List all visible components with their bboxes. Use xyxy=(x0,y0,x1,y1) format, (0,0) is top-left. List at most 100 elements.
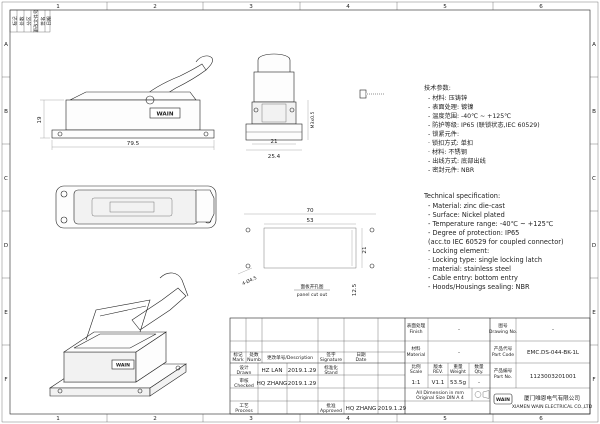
tb-part-code-en: Part Code xyxy=(492,352,514,358)
spec-cn-item-8: - 出线方式: 底部出线 xyxy=(428,157,486,165)
tb-process-cn: 工艺 xyxy=(239,403,249,409)
front-pivot xyxy=(145,95,155,105)
side-inner-dim: 21 xyxy=(270,139,278,145)
cutout-side2-dim: 12.5 xyxy=(352,283,358,296)
spec-cn-block: 技术参数: - 材料: 压铸锌 - 表面处理: 镀镍 - 温度范围: -40℃ … xyxy=(424,84,540,174)
cutout-hole-br xyxy=(369,263,375,269)
side-base-dim: 25.4 xyxy=(268,154,281,160)
side-view: 25.4 21 M3x0.5 xyxy=(245,53,316,160)
tb-drawing-no-val: - xyxy=(552,327,554,333)
col-label-6-bottom: 6 xyxy=(539,416,543,422)
iso-latch-frame xyxy=(85,299,151,341)
tb-checked-cn: 审核 xyxy=(239,377,249,384)
tb-rev-cn: 版本 xyxy=(433,363,443,370)
col-label-6: 6 xyxy=(539,4,543,10)
spec-cn-item-4: - 防护等级: IP65 (联锁状态,IEC 60529) xyxy=(428,121,540,129)
row-label-c-right: C xyxy=(592,176,596,182)
top-latch xyxy=(195,189,215,223)
tb-approved-cn: 批准 xyxy=(326,402,336,409)
col-label-4: 4 xyxy=(346,4,350,10)
row-label-d: D xyxy=(4,243,8,249)
row-label-a-right: A xyxy=(592,42,596,48)
front-latch-hook xyxy=(195,55,213,71)
row-label-b-right: B xyxy=(592,109,596,115)
front-height-dim: 19 xyxy=(37,116,43,124)
tb-material-cn: 材料 xyxy=(411,345,421,352)
company-name-cn: 厦门唯恩电气有限公司 xyxy=(524,394,580,402)
col-label-1-bottom: 1 xyxy=(56,416,60,422)
cutout-hole-dim: 4-Ø4.5 xyxy=(241,274,258,287)
tb-approved-date: 2019.1.29 xyxy=(378,406,407,412)
spec-en-block: Technical specification: - Material: zin… xyxy=(423,192,564,291)
spec-en-title: Technical specification: xyxy=(423,192,500,200)
top-hole-bl xyxy=(60,216,68,224)
projection-symbol-cone xyxy=(482,390,490,399)
tb-approved-en: Approved xyxy=(320,408,342,414)
spec-en-item-8: · material: stainless steel xyxy=(428,265,511,273)
row-label-e-right: E xyxy=(592,310,596,316)
spec-cn-item-2: - 表面处理: 镀镍 xyxy=(428,103,473,111)
tb-part-no-val: 1123003201001 xyxy=(530,374,577,380)
company-logo-box xyxy=(493,393,513,405)
spec-en-item-3: - Temperature range: -40℃ ~ +125℃ xyxy=(428,220,553,228)
tb-part-code-cn: 产品代号 xyxy=(494,345,513,352)
panel-cutout-view: 70 53 4-Ø4.5 21 12.5 面板开孔图 panel cut out xyxy=(237,208,376,298)
cutout-rectangle xyxy=(263,227,357,269)
tb-signature-en: Signature xyxy=(320,357,342,363)
tb-checked-date: 2019.1.29 xyxy=(288,381,317,387)
tb-weight-val: 53.5g xyxy=(450,380,466,386)
tb-mark-en: Mark xyxy=(232,357,244,363)
iso-housing-upper xyxy=(63,331,167,353)
rev-mark-label: 标记 xyxy=(12,16,19,26)
spec-en-item-7: · Locking type: single locking latch xyxy=(428,256,542,264)
row-label-b: B xyxy=(4,109,8,115)
cutout-hole-tr xyxy=(369,227,375,233)
front-flange-hole-left xyxy=(57,131,63,137)
tb-change-label: 更改单号/Description xyxy=(267,354,313,361)
tb-drawn-en: Drawn xyxy=(237,370,252,376)
side-upper-body xyxy=(253,71,295,103)
iso-latch-arm xyxy=(131,287,187,331)
front-logo-box xyxy=(149,107,181,119)
row-label-c: C xyxy=(4,176,8,182)
tb-count-cn: 处数 xyxy=(249,351,259,358)
tb-part-no-en: Part No. xyxy=(494,374,512,380)
tb-drawn-cn: 设计 xyxy=(239,364,249,371)
tb-scale-cn: 比例 xyxy=(411,363,421,370)
tb-part-no-cn: 产品编号 xyxy=(494,367,513,374)
side-pivot-left xyxy=(253,107,259,113)
tb-material-en: Material xyxy=(407,352,426,358)
tb-scale-val: 1:1 xyxy=(411,380,420,386)
tb-qty-val: - xyxy=(478,380,480,386)
col-label-5: 5 xyxy=(443,4,447,10)
iso-hole-2 xyxy=(137,388,143,394)
col-label-2-bottom: 2 xyxy=(153,416,157,422)
tb-count-en: Numb xyxy=(247,357,261,363)
tb-material-val: - xyxy=(458,350,460,356)
row-label-d-right: D xyxy=(592,243,596,249)
side-lower-body xyxy=(251,101,297,125)
spec-cn-title: 技术参数: xyxy=(424,84,451,92)
cutout-inner-dim: 53 xyxy=(306,218,314,224)
iso-cavity xyxy=(73,333,157,349)
spec-en-item-2: - Surface: Nickel plated xyxy=(428,211,505,219)
projection-symbol-circle xyxy=(474,391,482,398)
spec-cn-item-1: - 材料: 压铸锌 xyxy=(428,94,467,102)
col-label-2: 2 xyxy=(153,4,157,10)
cutout-hole-tl xyxy=(245,227,251,233)
tb-mark-cn: 标记 xyxy=(233,351,243,358)
tb-note-2: Original Size DIN A 4 xyxy=(416,395,464,401)
spec-cn-item-6: · 锁扣方式: 单扣 xyxy=(428,139,473,147)
tb-approved-name: HQ ZHANG xyxy=(346,406,377,412)
tb-part-code-val: EMC.DS-044-BK-1L xyxy=(527,350,580,356)
spec-en-item-4: - Degree of protection: IP65 xyxy=(428,229,519,237)
spec-en-item-6: - Locking element: xyxy=(428,247,489,255)
tb-drawing-no-cn: 图号 xyxy=(498,323,508,329)
top-housing xyxy=(73,189,199,225)
cutout-side1-dim: 21 xyxy=(362,246,368,254)
cutout-hole-bl xyxy=(245,263,251,269)
tb-date-cn: 日期 xyxy=(356,352,366,358)
front-width-dim: 79.5 xyxy=(127,141,140,147)
